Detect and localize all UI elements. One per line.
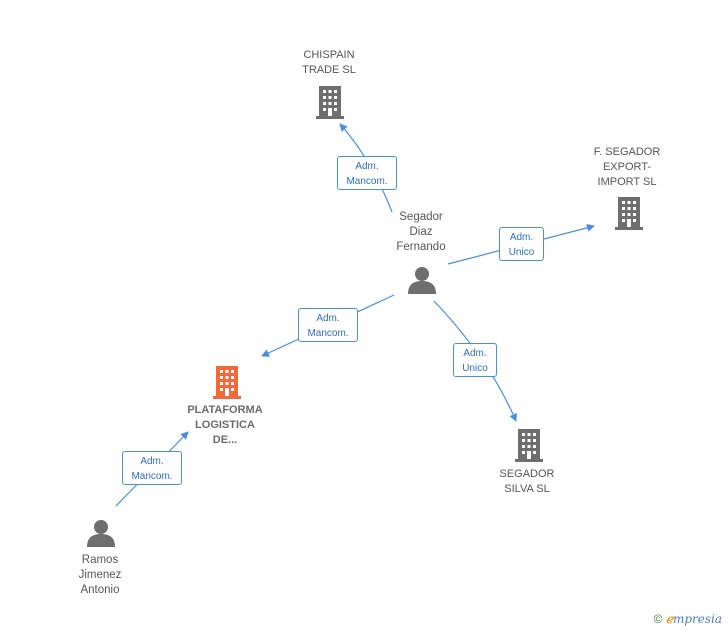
building-icon[interactable] — [316, 86, 344, 119]
node-label-segador-diaz[interactable]: Segador Diaz Fernando — [396, 211, 446, 253]
brand-logo: ℯmpresia — [665, 612, 722, 626]
building-icon[interactable] — [213, 366, 241, 399]
node-label-chispain[interactable]: CHISPAIN TRADE SL — [302, 49, 356, 76]
edge-role-label: Adm. Unico — [499, 227, 544, 261]
node-label-ramos[interactable]: Ramos Jimenez Antonio — [78, 554, 122, 596]
edge-role-label: Adm. Mancom. — [298, 308, 358, 342]
node-label-plataforma[interactable]: PLATAFORMA LOGISTICA DE... — [187, 404, 263, 446]
building-icon[interactable] — [615, 197, 643, 230]
person-icon[interactable] — [408, 267, 436, 294]
edge-role-label: Adm. Mancom. — [122, 451, 182, 485]
node-label-fsegador[interactable]: F. SEGADOR EXPORT- IMPORT SL — [593, 146, 661, 188]
empresia-watermark: © ℯmpresia — [654, 612, 722, 626]
copyright-symbol: © — [653, 612, 663, 626]
person-icon[interactable] — [87, 520, 115, 547]
building-icon[interactable] — [515, 429, 543, 462]
edge-role-label: Adm. Unico — [453, 343, 497, 377]
edge-role-label: Adm. Mancom. — [337, 156, 397, 190]
node-label-segador-silva[interactable]: SEGADOR SILVA SL — [499, 468, 555, 495]
